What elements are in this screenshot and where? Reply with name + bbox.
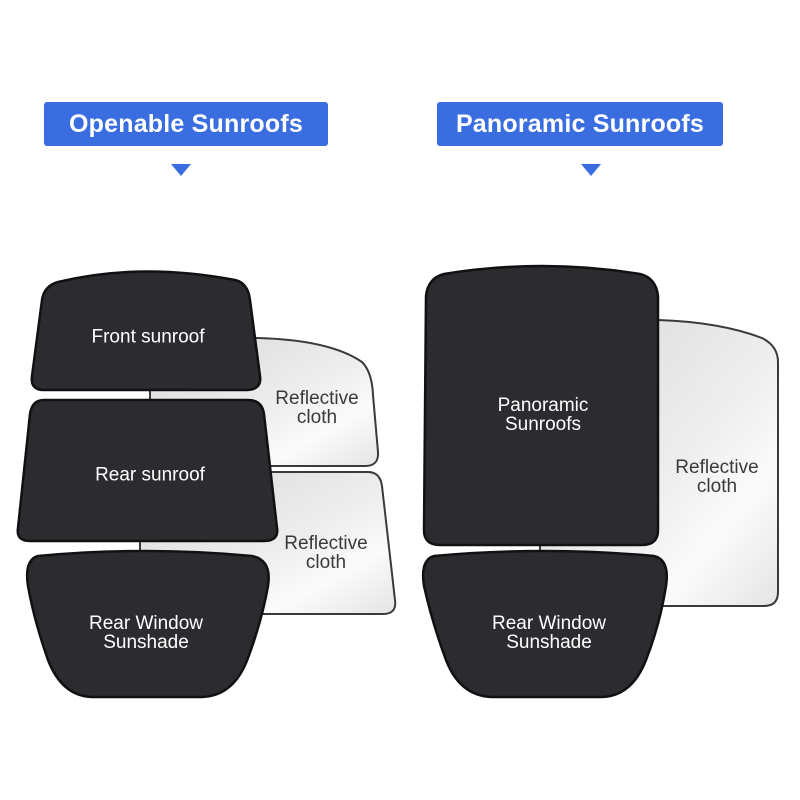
front-sunroof-label: Front sunroof	[91, 326, 205, 348]
front-sunroof-shade	[30, 270, 262, 392]
down-arrow-icon	[171, 164, 191, 176]
reflective-cloth-label-top-left: Reflective cloth	[275, 388, 359, 428]
openable-sunroofs-title: Openable Sunroofs	[69, 109, 303, 138]
openable-sunroofs-header: Openable Sunroofs	[44, 102, 328, 146]
rear-window-sunshade-label-right: Rear Window Sunshade	[491, 613, 607, 653]
rear-window-sunshade-label-left: Rear Window Sunshade	[88, 613, 204, 653]
rear-sunroof-shade	[16, 398, 279, 543]
rear-window-sunshade-right	[421, 549, 668, 699]
panoramic-sunroofs-title: Panoramic Sunroofs	[455, 109, 705, 138]
reflective-cloth-label-bottom-left: Reflective cloth	[284, 533, 368, 573]
rear-sunroof-label: Rear sunroof	[95, 464, 205, 486]
reflective-cloth-label-right: Reflective cloth	[675, 457, 759, 497]
down-arrow-icon	[581, 164, 601, 176]
panoramic-sunroof-shade	[422, 264, 660, 547]
panoramic-sunroofs-header: Panoramic Sunroofs	[437, 102, 723, 146]
panoramic-sunroofs-label: Panoramic Sunroofs	[497, 395, 589, 435]
rear-window-sunshade-left	[25, 549, 270, 699]
